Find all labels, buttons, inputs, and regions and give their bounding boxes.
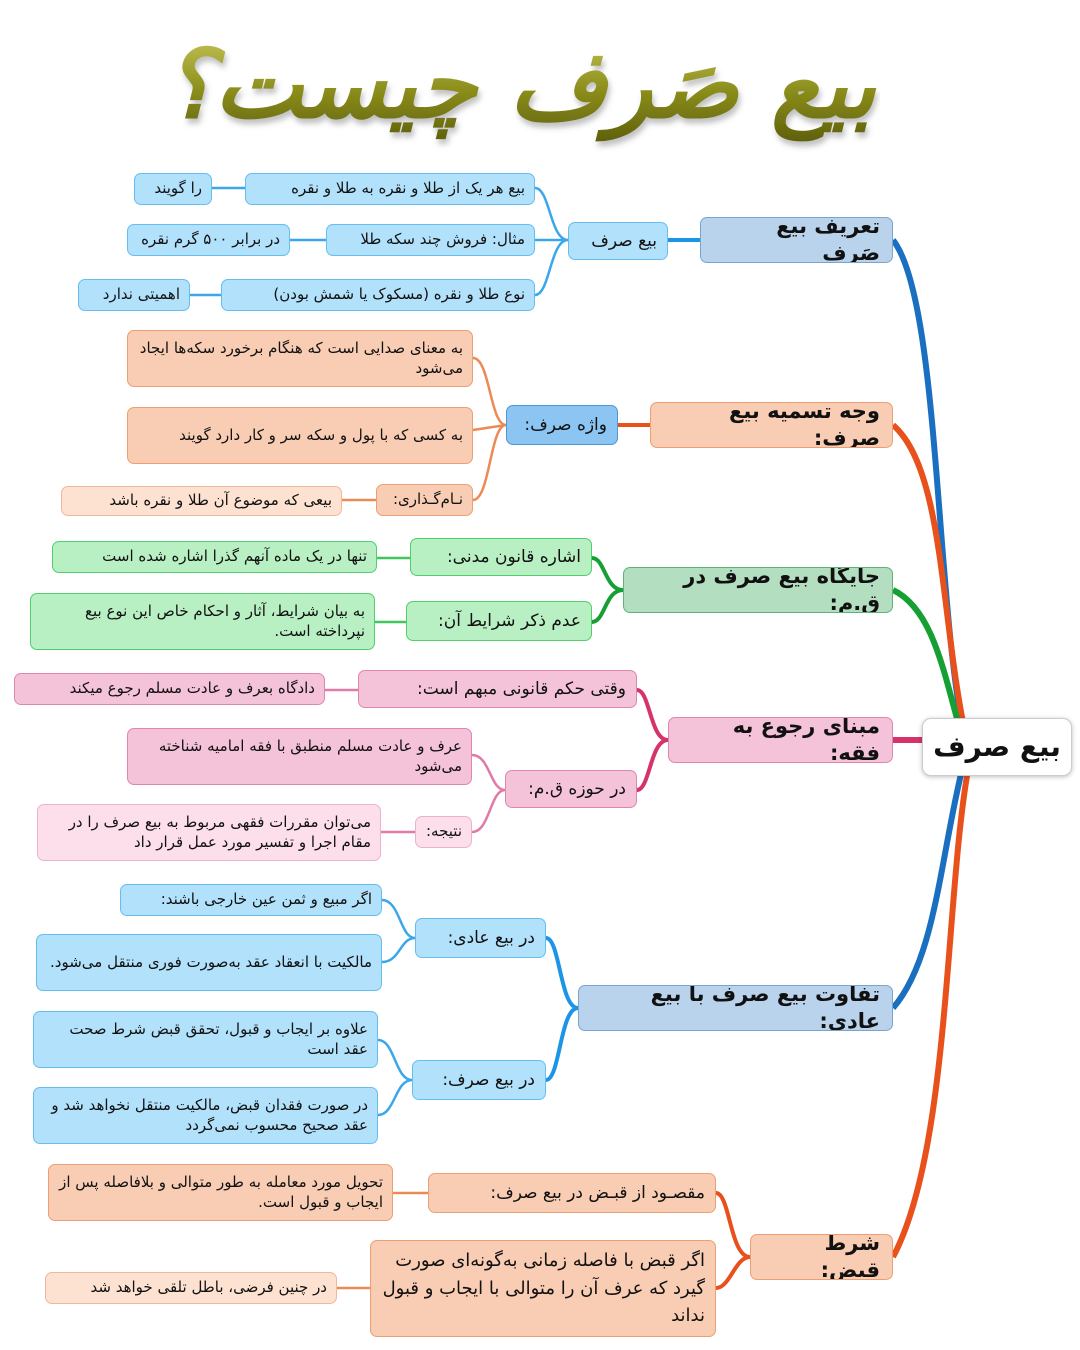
branch-definition[interactable]: تعریف بیع صَرف [700, 217, 893, 263]
link-root-branch-6 [890, 769, 971, 1259]
link-b6-subs [715, 1191, 751, 1290]
link-b5-subs [545, 936, 579, 1082]
civil-code-reference[interactable]: اشاره قانون مدنی: [410, 538, 592, 576]
branch-possession-condition[interactable]: شرط قبض: [750, 1234, 893, 1280]
branch-difference[interactable]: تفاوت بیع صرف با بیع عادی: [578, 985, 893, 1031]
naming-item-3-extra[interactable]: بیعی که موضوع آن طلا و نقره باشد [61, 486, 342, 516]
title-text: بیع صَرف چیست؟ [164, 30, 876, 142]
link-b3-items [375, 556, 410, 624]
ambiguous-law[interactable]: وقتی حکم قانونی مبهم است: [358, 670, 637, 708]
civil-code-domain-item-1[interactable]: عرف و عادت مسلم منطبق با فقه امامیه شناخ… [127, 728, 472, 785]
sarf-sale[interactable]: در بیع صرف: [412, 1060, 546, 1100]
definition-item-1-extra[interactable]: را گویند [134, 173, 212, 205]
possession-delay-item[interactable]: در چنین فرضی، باطل تلقی خواهد شد [45, 1272, 337, 1304]
definition-item-2-extra[interactable]: در برابر ۵۰۰ گرم نقره [127, 224, 290, 256]
ordinary-sale[interactable]: در بیع عادی: [415, 918, 546, 958]
civil-code-domain-result-extra[interactable]: می‌توان مقررات فقهی مربوط به بیع صرف را … [37, 804, 381, 861]
ordinary-sale-item-1[interactable]: اگر مبیع و ثمن عین خارجی باشند: [120, 884, 382, 916]
definition-item-3-extra[interactable]: اهمیتی ندارد [78, 279, 190, 311]
possession-meaning[interactable]: مقصـود از قبـض در بیع صرف: [428, 1173, 716, 1213]
link-b1-extras [190, 186, 326, 297]
ambiguous-law-item[interactable]: دادگاه بعرف و عادت مسلم رجوع میکند [14, 673, 325, 705]
naming-item-1[interactable]: به معنای صدایی است که هنگام برخورد سکه‌ه… [127, 330, 473, 387]
naming-item-3[interactable]: نـام‌گـذاری: [376, 484, 473, 516]
link-b2-items [472, 356, 507, 502]
title-calligraphy: بیع صَرف چیست؟ [164, 30, 876, 142]
civil-code-reference-item[interactable]: تنها در یک ماده آنهم گذرا اشاره شده است [52, 541, 377, 573]
branch-civil-code-position[interactable]: جایگاه بیع صرف در ق.م: [623, 567, 893, 613]
definition-item-3[interactable]: نوع طلا و نقره (مسکوک یا شمش بودن) [221, 279, 535, 311]
sarf-sale-item-1[interactable]: علاوه بر ایجاب و قبول، تحقق قبض شرط صحت … [33, 1011, 378, 1068]
definition-item-2[interactable]: مثال: فروش چند سکه طلا [326, 224, 535, 256]
root-node[interactable]: بیع صرف [922, 718, 1072, 776]
civil-code-domain-result[interactable]: نتیجه: [415, 816, 472, 848]
branch-naming[interactable]: وجه تسمیه بیع صرف: [650, 402, 893, 448]
definition-item-1[interactable]: بیع هر یک از طلا و نقره به طلا و نقره [245, 173, 535, 205]
ordinary-sale-item-2[interactable]: مالکیت با انعقاد عقد به‌صورت فوری منتقل … [36, 934, 382, 991]
civil-code-no-conditions-item[interactable]: به بیان شرایط، آثار و احکام خاص این نوع … [30, 593, 375, 650]
civil-code-domain[interactable]: در حوزه ق.م: [505, 770, 637, 808]
naming-item-2[interactable]: به کسی که با پول و سکه سر و کار دارد گوی… [127, 407, 473, 464]
possession-delay[interactable]: اگر قبض با فاصله زمانی به‌گونه‌ای صورت گ… [370, 1240, 716, 1337]
branch-jurisprudence-basis[interactable]: مبنای رجوع به فقه: [668, 717, 893, 763]
link-b4-subs [636, 688, 669, 792]
possession-meaning-item[interactable]: تحویل مورد معامله به طور متوالی و بلافاص… [48, 1164, 393, 1221]
link-b4-items [325, 688, 506, 834]
link-b5-items [377, 898, 416, 1117]
link-root-branch-2 [891, 422, 970, 743]
link-b3-subs [591, 556, 624, 624]
link-b6-items [337, 1191, 428, 1290]
link-b1-items [534, 186, 569, 297]
branch-definition-sub[interactable]: بیع صرف [568, 222, 668, 260]
sarf-sale-item-2[interactable]: در صورت فقدان قبض، مالکیت منتقل نخواهد ش… [33, 1087, 378, 1144]
link-root-branch-5 [890, 769, 965, 1010]
civil-code-no-conditions[interactable]: عدم ذکر شرایط آن: [406, 601, 592, 641]
branch-naming-sub[interactable]: واژه صرف: [506, 405, 618, 445]
